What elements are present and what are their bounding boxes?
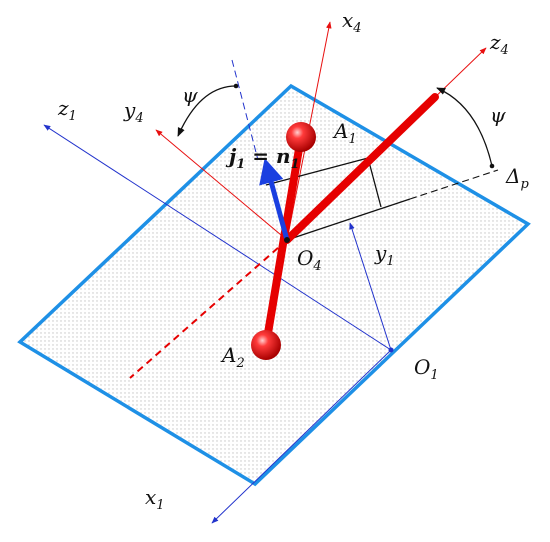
label-a1: A1 [332,119,357,147]
label-o4: O4 [297,246,322,274]
label-y4: y4 [123,98,144,126]
left-guide-dashed [231,59,259,161]
psi-left-arc [177,85,237,137]
z1-axis [43,124,392,351]
rod-z4 [283,93,439,244]
label-a2: A2 [220,343,245,371]
delta-p-dashed [409,169,499,200]
unit-vector-j1 [259,158,290,241]
sphere-a2 [251,330,281,360]
label-y1: y1 [374,241,395,269]
label-psi-right: ψ [490,103,506,127]
label-x1: x1 [145,485,165,513]
label-z4: z4 [489,30,509,58]
label-x4: x4 [342,8,362,36]
label-delta-p: Δp [505,164,529,192]
projection-right [367,157,382,208]
x1-axis [211,349,392,524]
label-psi-left: ψ [182,83,198,107]
o4-point [284,237,290,243]
label-j1-equals-n1: j1 = n1 [225,144,300,172]
psi-right-arc [436,87,493,167]
sphere-a1 [286,122,316,152]
label-z1: z1 [57,96,77,124]
label-o1: O1 [414,355,439,383]
o1-point [388,347,394,353]
y1-axis [349,222,392,351]
delta-p-line [286,198,411,241]
psi-right-dot [489,163,495,169]
y4-axis [155,129,288,241]
rod-dashed-extension [129,239,288,379]
psi-left-dot [233,83,239,89]
